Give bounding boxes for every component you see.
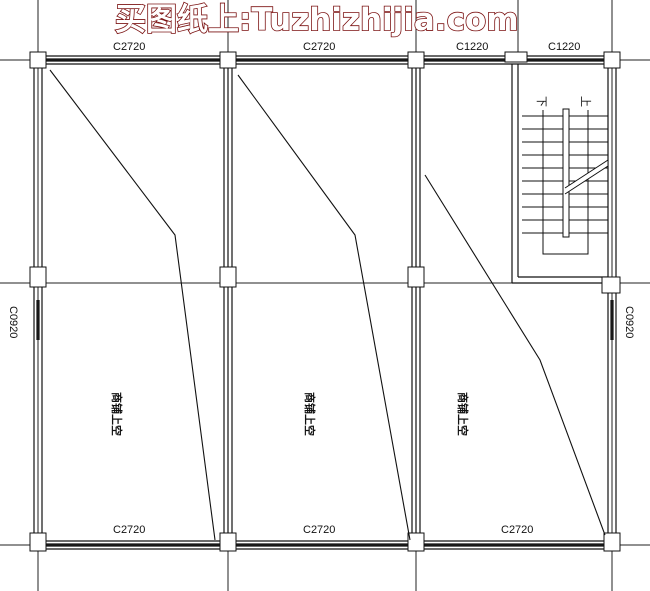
window-label-left: C0920: [7, 306, 19, 338]
window-label-top-1: C2720: [113, 41, 145, 53]
columns: [29, 51, 621, 552]
window-label-top-2: C2720: [303, 41, 335, 53]
walls: [33, 55, 617, 550]
window-label-bottom-1: C2720: [113, 524, 145, 536]
room-label-2: 商铺上空: [303, 392, 317, 436]
stair-up-label: 上: [579, 96, 592, 107]
window-label-bottom-2: C2720: [303, 524, 335, 536]
window-label-top-4: C1220: [548, 41, 580, 53]
room-label-1: 商铺上空: [110, 392, 124, 436]
window-label-bottom-3: C2720: [501, 524, 533, 536]
window-label-right: C0920: [623, 306, 635, 338]
room-label-3: 商铺上空: [456, 392, 470, 436]
void-diagonals: [49, 69, 606, 541]
window-label-top-3: C1220: [456, 41, 488, 53]
watermark: 买图纸上:Tuzhizhijia.com: [115, 2, 519, 38]
stair-down-label: 下: [535, 96, 547, 107]
stair: [522, 108, 609, 255]
